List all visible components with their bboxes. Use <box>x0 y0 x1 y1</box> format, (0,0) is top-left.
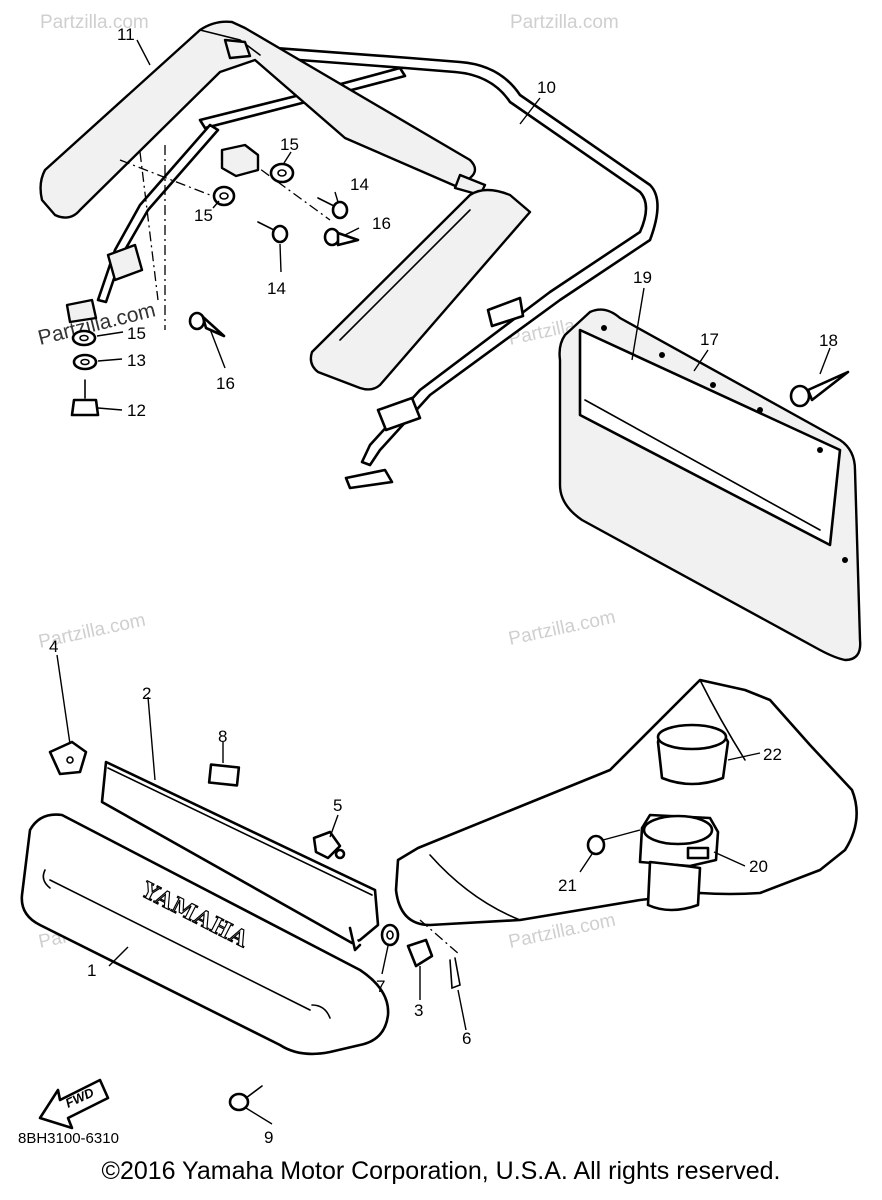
callout-15: 15 <box>194 206 213 225</box>
part-15-washer <box>212 185 236 207</box>
alignment-lines-top <box>119 145 331 330</box>
part-16-rivet <box>188 311 226 338</box>
callouts: 11 10 15 14 15 16 14 15 13 16 12 19 17 1… <box>49 25 838 1147</box>
callout-6: 6 <box>462 1029 471 1048</box>
part-13-washer <box>72 353 98 371</box>
callout-13: 13 <box>127 351 146 370</box>
part-6-pin <box>449 957 461 990</box>
callout-10: 10 <box>537 78 556 97</box>
part-16-rivet <box>323 227 360 247</box>
part-11-seat-pad <box>39 20 532 391</box>
callout-17: 17 <box>700 330 719 349</box>
part-5-fastener <box>312 830 346 860</box>
callout-20: 20 <box>749 857 768 876</box>
callout-14: 14 <box>267 279 286 298</box>
part-14-screw <box>317 197 349 220</box>
callout-15: 15 <box>280 135 299 154</box>
callout-14: 14 <box>350 175 369 194</box>
part-12-bolt <box>70 379 100 417</box>
callout-3: 3 <box>414 1001 423 1020</box>
callout-4: 4 <box>49 637 58 656</box>
callout-15: 15 <box>127 324 146 343</box>
watermark: Partzilla.com <box>40 12 149 33</box>
part-8-label <box>207 763 241 787</box>
leader-lines <box>56 39 831 1125</box>
callout-16: 16 <box>372 214 391 233</box>
callout-8: 8 <box>218 727 227 746</box>
callout-11: 11 <box>117 25 135 44</box>
part-14-screw <box>257 221 289 244</box>
callout-22: 22 <box>763 745 782 764</box>
part-9-screw <box>228 1085 263 1112</box>
callout-7: 7 <box>376 977 385 996</box>
part-18-rivet <box>789 370 850 408</box>
hardware-top <box>65 143 360 417</box>
callout-19: 19 <box>633 268 652 287</box>
part-7-washer <box>380 923 400 947</box>
callout-9: 9 <box>264 1128 273 1147</box>
part-2-strip <box>100 760 380 952</box>
diagram-code: 8BH3100-6310 <box>18 1130 119 1147</box>
part-3-clip <box>406 938 434 968</box>
callout-18: 18 <box>819 331 838 350</box>
part-22-cap <box>656 723 730 786</box>
part-20-filler-neck <box>638 813 720 912</box>
forward-arrow-icon: FWD <box>38 1078 110 1130</box>
part-15-washer <box>269 162 295 184</box>
callout-2: 2 <box>142 684 151 703</box>
watermark: Partzilla.com <box>510 12 619 33</box>
part-17-panel <box>558 308 862 662</box>
watermark: Partzilla.com <box>507 607 618 650</box>
callout-21: 21 <box>558 876 577 895</box>
callout-12: 12 <box>127 401 146 420</box>
callout-5: 5 <box>333 796 342 815</box>
copyright-notice: ©2016 Yamaha Motor Corporation, U.S.A. A… <box>101 1157 781 1185</box>
fuel-tank <box>394 678 858 956</box>
part-15-washer <box>71 329 97 347</box>
callout-1: 1 <box>87 961 96 980</box>
part-21-plug <box>586 834 606 856</box>
part-4-bracket <box>48 740 88 776</box>
callout-16: 16 <box>216 374 235 393</box>
